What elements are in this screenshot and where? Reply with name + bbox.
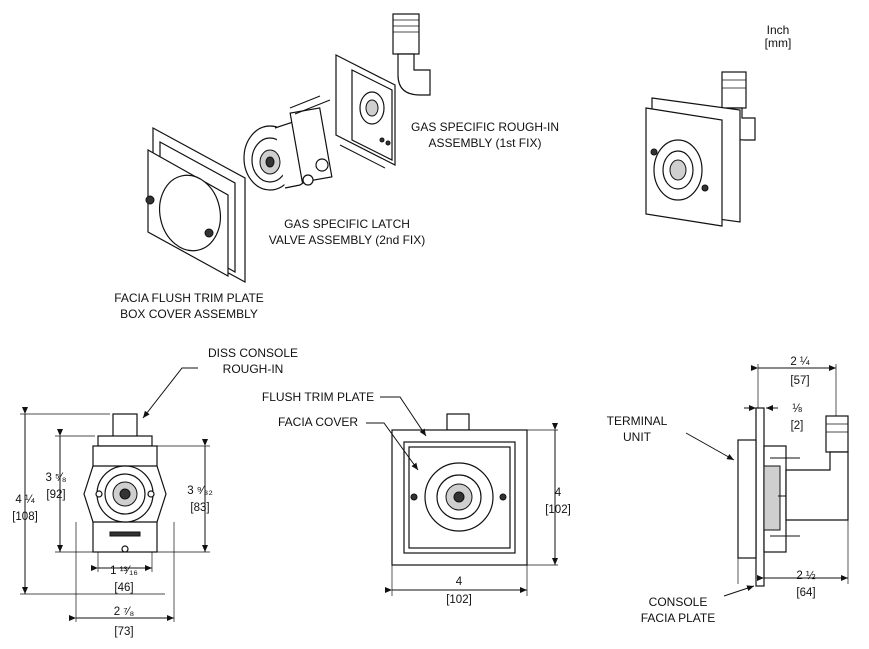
dim-height-inner: 3 ⁹⁄₃₂ — [187, 485, 213, 497]
dim-height-total-mm: [108] — [12, 511, 38, 523]
units-inch: Inch — [767, 23, 790, 37]
assembled-iso-view — [645, 71, 756, 227]
center-front-view — [366, 396, 558, 596]
dim-height-total: 4 ¼ — [15, 494, 35, 506]
facia-label-2: BOX COVER ASSEMBLY — [120, 307, 258, 321]
exploded-view — [145, 13, 431, 284]
dim-depth-total-mm: [57] — [790, 375, 809, 387]
dim-plate-thk-mm: [2] — [791, 420, 804, 432]
console-callout-1: CONSOLE — [649, 595, 708, 609]
dim-plate-thk: ⅛ — [792, 403, 802, 415]
dim-width-total-mm: [73] — [114, 626, 133, 638]
dim-center-height-mm: [102] — [545, 504, 571, 516]
dim-depth-total: 2 ¼ — [790, 356, 810, 368]
terminal-callout-2: UNIT — [623, 430, 652, 444]
rough-in-label-1: GAS SPECIFIC ROUGH-IN — [411, 120, 559, 134]
dim-height-inner-mm: [83] — [190, 502, 209, 514]
facia-cover-callout: FACIA COVER — [278, 415, 358, 429]
terminal-callout-1: TERMINAL — [607, 414, 668, 428]
dim-center-width: 4 — [456, 576, 463, 588]
diss-callout-1: DISS CONSOLE — [208, 346, 298, 360]
units-mm: [mm] — [765, 36, 792, 50]
console-callout-2: FACIA PLATE — [641, 611, 715, 625]
facia-label-1: FACIA FLUSH TRIM PLATE — [114, 291, 264, 305]
facia-trim-plate-drawing — [145, 126, 246, 284]
diss-callout-2: ROUGH-IN — [223, 362, 284, 376]
dim-depth-back-mm: [64] — [796, 587, 815, 599]
latch-label-1: GAS SPECIFIC LATCH — [284, 217, 410, 231]
dim-center-height: 4 — [555, 487, 562, 499]
latch-valve-drawing — [243, 95, 333, 191]
dim-center-width-mm: [102] — [446, 594, 472, 606]
dim-height-mid-mm: [92] — [46, 489, 65, 501]
rough-in-label-2: ASSEMBLY (1st FIX) — [429, 136, 542, 150]
dim-width-inner-mm: [46] — [114, 582, 133, 594]
dim-width-total: 2 ⁷⁄₈ — [114, 606, 135, 618]
rough-in-drawing — [335, 13, 431, 169]
right-side-view — [685, 364, 849, 597]
dim-width-inner: 1 ¹³⁄₁₆ — [110, 565, 138, 577]
left-front-view — [20, 367, 210, 622]
dim-depth-back: 2 ½ — [796, 570, 816, 582]
flush-trim-callout: FLUSH TRIM PLATE — [262, 390, 374, 404]
dim-height-mid: 3 ⁵⁄₈ — [45, 472, 66, 484]
latch-label-2: VALVE ASSEMBLY (2nd FIX) — [269, 233, 426, 247]
